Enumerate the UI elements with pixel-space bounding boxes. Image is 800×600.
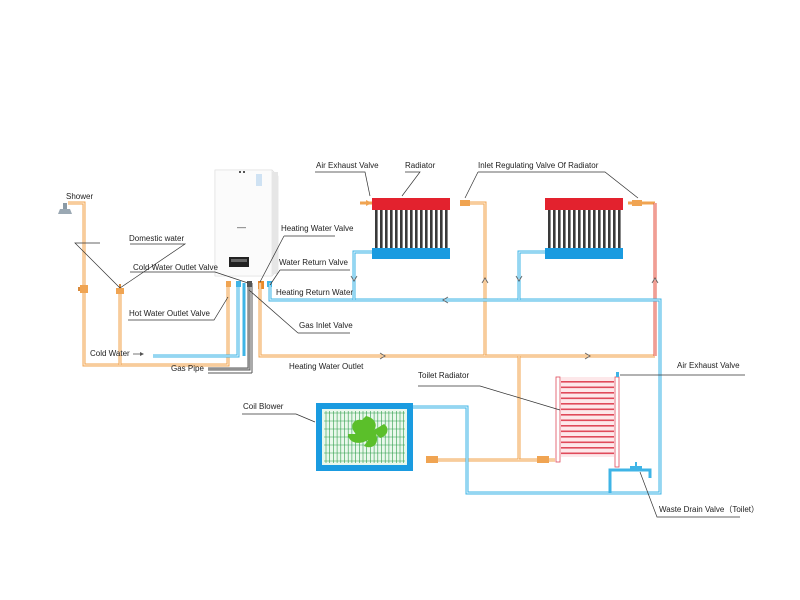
radiator-1-fin	[440, 210, 443, 248]
label-heating-return-water: Heating Return Water	[276, 288, 353, 297]
flow-arrows	[350, 275, 659, 360]
toilet-radiator-bar	[561, 386, 614, 389]
label-waste-drain-valve: Waste Drain Valve（Toilet）	[659, 505, 759, 514]
inlet-regulating-valve-1-icon	[460, 200, 470, 206]
radiator-1-fin	[375, 210, 378, 248]
radiator-1-fin	[420, 210, 423, 248]
cold-water-arrow-icon	[133, 352, 144, 356]
coil-blower	[316, 403, 413, 471]
radiator-1-fin	[390, 210, 393, 248]
toilet-air-exhaust-valve-icon	[616, 372, 619, 377]
leader-lines	[74, 171, 745, 518]
label-shower: Shower	[66, 192, 93, 201]
label-domestic-water: Domestic water	[129, 234, 184, 243]
label-coil-blower: Coil Blower	[243, 402, 284, 411]
radiator-1-fin	[405, 210, 408, 248]
radiator-2-fin	[568, 210, 571, 248]
label-air-exhaust-valve-top: Air Exhaust Valve	[316, 161, 379, 170]
radiator-1-fin	[425, 210, 428, 248]
label-gas-pipe: Gas Pipe	[171, 364, 204, 373]
radiator-1	[372, 198, 450, 259]
radiator-2-fin	[558, 210, 561, 248]
label-inlet-regulating-valve: Inlet Regulating Valve Of Radiator	[478, 161, 599, 170]
toilet-radiator-bar	[561, 381, 614, 383]
toilet-radiator-bar	[561, 441, 614, 444]
toilet-radiator-bar	[561, 408, 614, 411]
label-hot-water-outlet-valve: Hot Water Outlet Valve	[129, 309, 210, 318]
toilet-radiator-bar	[561, 403, 614, 405]
radiator-2-fin	[548, 210, 551, 248]
toilet-radiator-bar	[561, 430, 614, 433]
fan-icon	[348, 416, 388, 448]
label-heating-water-outlet: Heating Water Outlet	[289, 362, 364, 371]
radiator-2-fin	[563, 210, 566, 248]
radiator-2-fin	[578, 210, 581, 248]
radiator-2-fin	[593, 210, 596, 248]
radiator-2-fin	[588, 210, 591, 248]
toilet-radiator-bar	[561, 452, 614, 455]
waste-drain-valve-icon	[630, 462, 642, 470]
gas-pipe	[208, 283, 253, 374]
radiator-1-fin	[410, 210, 413, 248]
toilet-radiator-bar	[561, 447, 614, 449]
air-exhaust-valve-icon	[366, 200, 372, 206]
domestic-hot-water-pipes	[68, 201, 230, 367]
label-air-exhaust-valve-bottom: Air Exhaust Valve	[677, 361, 740, 370]
labels: Shower Domestic water Cold Water Outlet …	[66, 161, 759, 514]
label-heating-water-valve: Heating Water Valve	[281, 224, 354, 233]
radiator-2-fin	[583, 210, 586, 248]
shower-valve-icon	[78, 285, 88, 293]
radiator-2-fin	[603, 210, 606, 248]
radiator-2-fin	[598, 210, 601, 248]
toilet-radiator	[555, 376, 620, 468]
label-water-return-valve: Water Return Valve	[279, 258, 348, 267]
label-radiator: Radiator	[405, 161, 436, 170]
radiator-1-fin	[395, 210, 398, 248]
radiator-1-fin	[435, 210, 438, 248]
shower-head-icon	[58, 203, 72, 214]
toilet-inlet-valve-icon	[537, 456, 549, 463]
radiator-2-fin	[618, 210, 621, 248]
radiator-2-fin	[553, 210, 556, 248]
label-cold-water-outlet-valve: Cold Water Outlet Valve	[133, 263, 218, 272]
toilet-radiator-bar	[561, 392, 614, 394]
radiator-1-fin	[415, 210, 418, 248]
label-gas-inlet-valve: Gas Inlet Valve	[299, 321, 353, 330]
toilet-radiator-bar	[561, 436, 614, 438]
radiator-2-fin	[613, 210, 616, 248]
radiator-1-fin	[385, 210, 388, 248]
inlet-regulating-valve-2-icon	[632, 200, 642, 206]
domestic-water-valve-icon	[116, 284, 124, 294]
toilet-radiator-bar	[561, 425, 614, 427]
radiator-1-fin	[400, 210, 403, 248]
radiator-2-fin	[608, 210, 611, 248]
toilet-radiator-bar	[561, 419, 614, 422]
wall-boiler	[214, 169, 279, 277]
toilet-radiator-bar	[561, 397, 614, 400]
label-cold-water: Cold Water	[90, 349, 130, 358]
label-toilet-radiator: Toilet Radiator	[418, 371, 469, 380]
radiator-2	[545, 198, 623, 259]
toilet-radiator-bar	[561, 414, 614, 416]
radiator-2-fin	[573, 210, 576, 248]
radiator-1-fin	[445, 210, 448, 248]
radiator-1-fin	[380, 210, 383, 248]
heating-supply-pipe	[258, 201, 655, 462]
cold-water-pipe	[153, 283, 246, 358]
blower-valve-icon	[426, 456, 438, 463]
radiator-1-fin	[430, 210, 433, 248]
